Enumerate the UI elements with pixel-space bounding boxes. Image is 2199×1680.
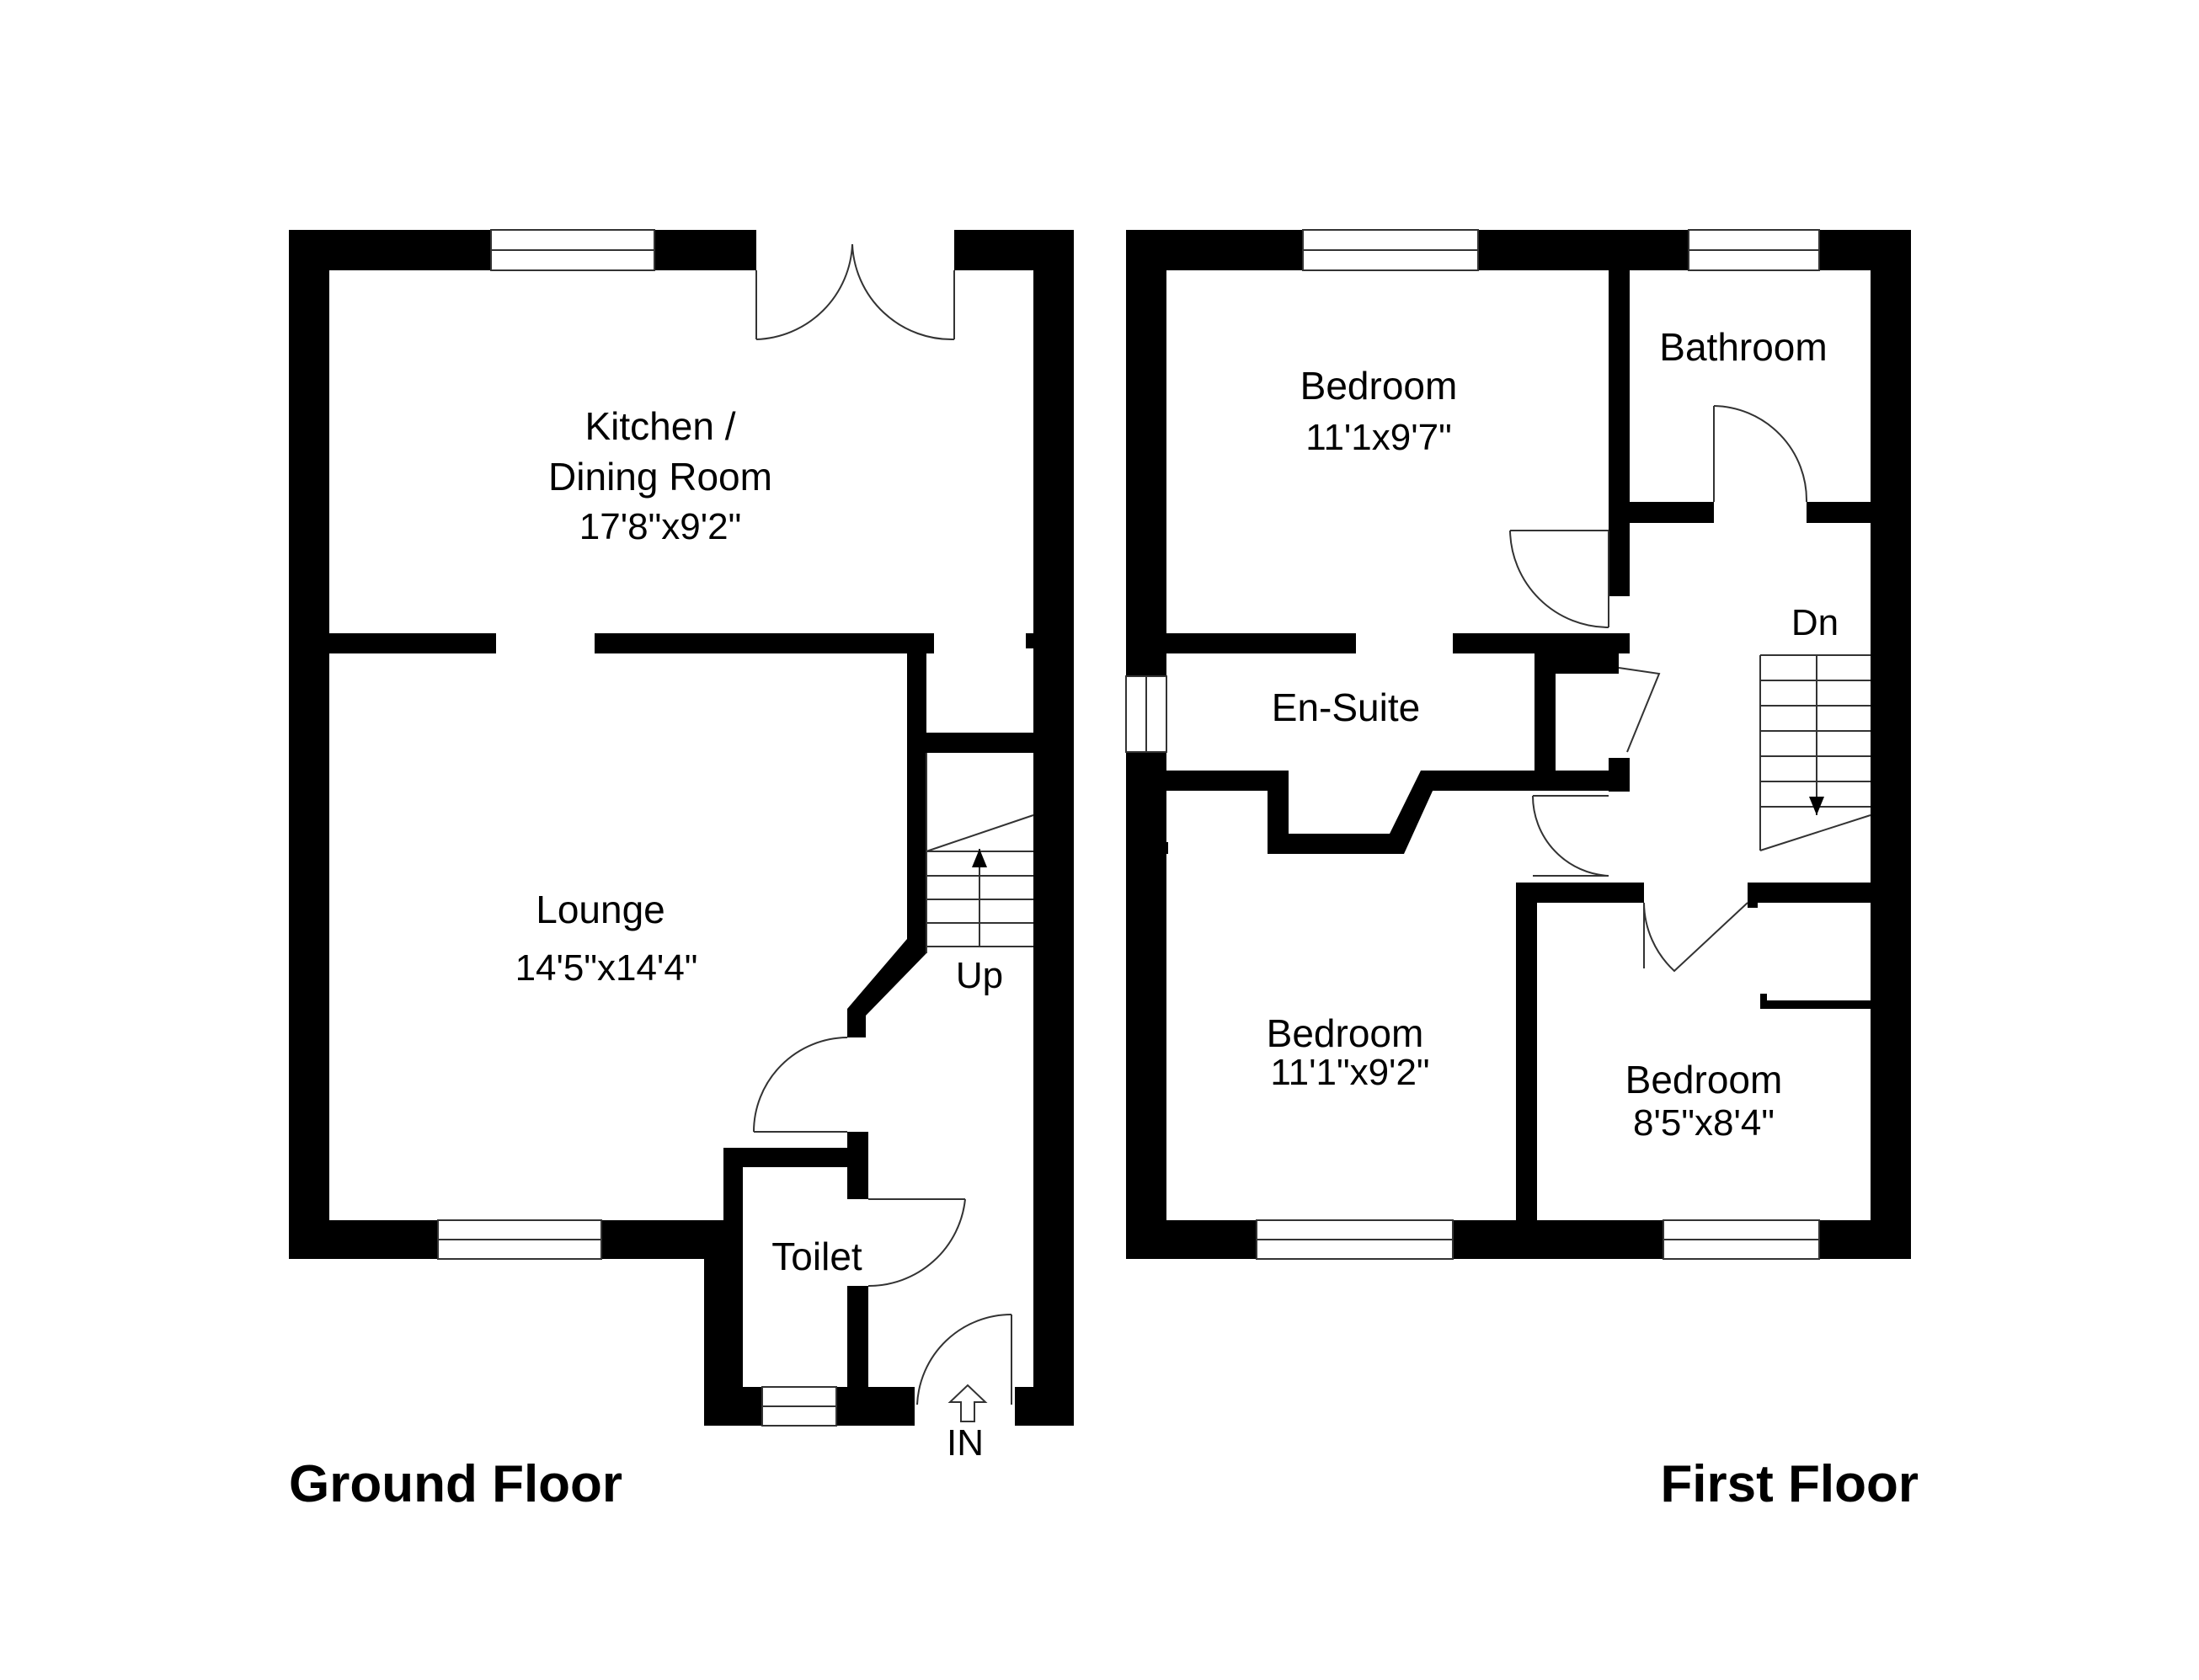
gf-wall-toilet-top xyxy=(723,1148,868,1167)
ff-bedroom1-door xyxy=(1509,530,1609,628)
gf-wall-bottom-right xyxy=(1015,1387,1074,1426)
bathroom-label: Bathroom xyxy=(1659,325,1827,369)
ff-wall-bedroom2-right xyxy=(1516,883,1537,1220)
bedroom-1-dimensions: 11'1x9'7" xyxy=(1305,417,1452,458)
ff-wall-bottom-mid xyxy=(1453,1220,1663,1259)
ff-wall-ensuite-right xyxy=(1534,653,1556,791)
bedroom-3-label: Bedroom xyxy=(1625,1058,1783,1101)
lounge-label: Lounge xyxy=(536,888,665,931)
gf-wall-hall-stub xyxy=(847,1009,866,1037)
ff-bedroom3-door xyxy=(1643,902,1748,973)
bedroom-1-label: Bedroom xyxy=(1300,364,1458,408)
ff-wall-bottom-left xyxy=(1126,1220,1257,1259)
ff-wall-ensuite-cupboard-top xyxy=(1534,653,1619,674)
ff-wall-ensuite-bay xyxy=(1268,771,1442,854)
ff-bedroom2-door xyxy=(1531,795,1609,877)
ff-wall-bedroom3-top-right xyxy=(1748,883,1871,903)
ff-bathroom-door xyxy=(1713,405,1808,503)
gf-wall-right xyxy=(1033,230,1074,1426)
gf-toilet-door xyxy=(867,1198,966,1288)
first-floor-plan xyxy=(1125,229,1911,1260)
ff-wall-ensuite-cupboard-bottom xyxy=(1534,771,1619,791)
ff-cupboard-door xyxy=(1618,667,1661,753)
first-floor-title: First Floor xyxy=(1660,1455,1919,1513)
gf-wall-angled xyxy=(847,939,926,1037)
gf-wall-stub xyxy=(1026,633,1033,648)
kitchen-label-line1: Kitchen / xyxy=(585,404,736,448)
ff-wall-left-stub-1 xyxy=(1161,497,1166,522)
gf-wall-lounge-right xyxy=(907,633,926,953)
ff-wall-landing-stub xyxy=(1609,758,1630,792)
ff-wall-bathroom-bottom-right xyxy=(1807,502,1871,523)
lounge-dimensions: 14'5"x14'4" xyxy=(515,947,698,989)
gf-stairs xyxy=(926,814,1034,947)
ff-stairs xyxy=(1759,654,1871,851)
kitchen-label-line2: Dining Room xyxy=(548,455,772,499)
en-suite-label: En-Suite xyxy=(1272,685,1420,729)
ground-floor-plan xyxy=(289,229,1074,1427)
ff-wall-top-mid xyxy=(1478,230,1689,270)
toilet-label: Toilet xyxy=(771,1235,862,1278)
gf-entrance-arrow-icon xyxy=(947,1384,988,1422)
ff-wardrobe-wall xyxy=(1760,1000,1871,1009)
gf-wall-divider-left xyxy=(329,633,496,653)
entrance-label: IN xyxy=(947,1422,984,1464)
bedroom-2-dimensions: 11'1"x9'2" xyxy=(1270,1052,1429,1093)
gf-wall-toilet-right-lower xyxy=(847,1286,868,1426)
ff-stairs-label: Dn xyxy=(1791,602,1839,643)
gf-wall-divider-right xyxy=(595,633,934,653)
ff-wall-landing-stub-2 xyxy=(1748,883,1758,908)
gf-stairs-arrow-icon xyxy=(972,849,987,867)
kitchen-dimensions: 17'8"x9'2" xyxy=(579,506,741,547)
gf-wall-left xyxy=(289,230,329,1259)
ff-wall-bedroom1-bottom-left xyxy=(1166,633,1356,653)
gf-lounge-door xyxy=(753,1037,848,1133)
ff-wall-bathroom-left xyxy=(1609,270,1630,523)
gf-wall-toilet-right-upper xyxy=(847,1132,868,1199)
ff-wall-right xyxy=(1871,230,1911,1259)
gf-french-door-right xyxy=(851,243,955,341)
gf-stairs-label: Up xyxy=(956,955,1003,996)
ff-wall-bottom-right xyxy=(1819,1220,1911,1259)
gf-wall-understairs xyxy=(926,733,1033,753)
gf-french-door-left xyxy=(755,243,853,340)
ground-floor-title: Ground Floor xyxy=(289,1455,622,1513)
ff-wall-bedroom3-top-left xyxy=(1516,883,1644,903)
ff-wall-bedroom1-right xyxy=(1609,502,1630,596)
bedroom-3-dimensions: 8'5"x8'4" xyxy=(1633,1102,1775,1144)
ff-wall-left-stub-2 xyxy=(1161,842,1168,854)
ff-stairs-arrow-icon xyxy=(1809,797,1824,815)
bedroom-2-label: Bedroom xyxy=(1267,1011,1424,1055)
gf-front-door xyxy=(916,1313,1012,1405)
gf-wall-toilet-inner-left xyxy=(723,1148,743,1426)
ff-wardrobe-stub xyxy=(1760,994,1767,1009)
ff-wall-bedroom1-bottom-right xyxy=(1453,633,1630,653)
